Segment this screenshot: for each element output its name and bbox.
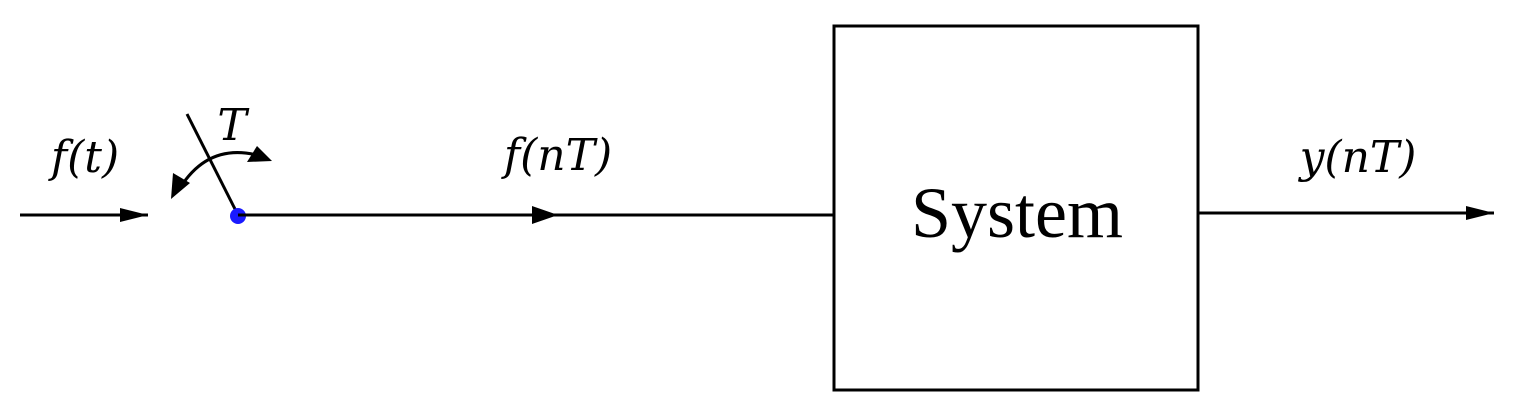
sampler-arc-head-right [247,146,272,162]
system-block-label: System [911,173,1123,253]
sampler-switch-arm [185,113,240,216]
sampler-arc-head-left [171,173,190,199]
sampled-signal-label: f(nT) [501,130,612,181]
system-block [832,24,1200,392]
input-signal-label: f(t) [48,132,119,183]
sampled-signal-arrowhead [532,206,558,224]
sampling-period-label: T [217,100,250,151]
output-signal-label: y(nT) [1298,132,1417,183]
